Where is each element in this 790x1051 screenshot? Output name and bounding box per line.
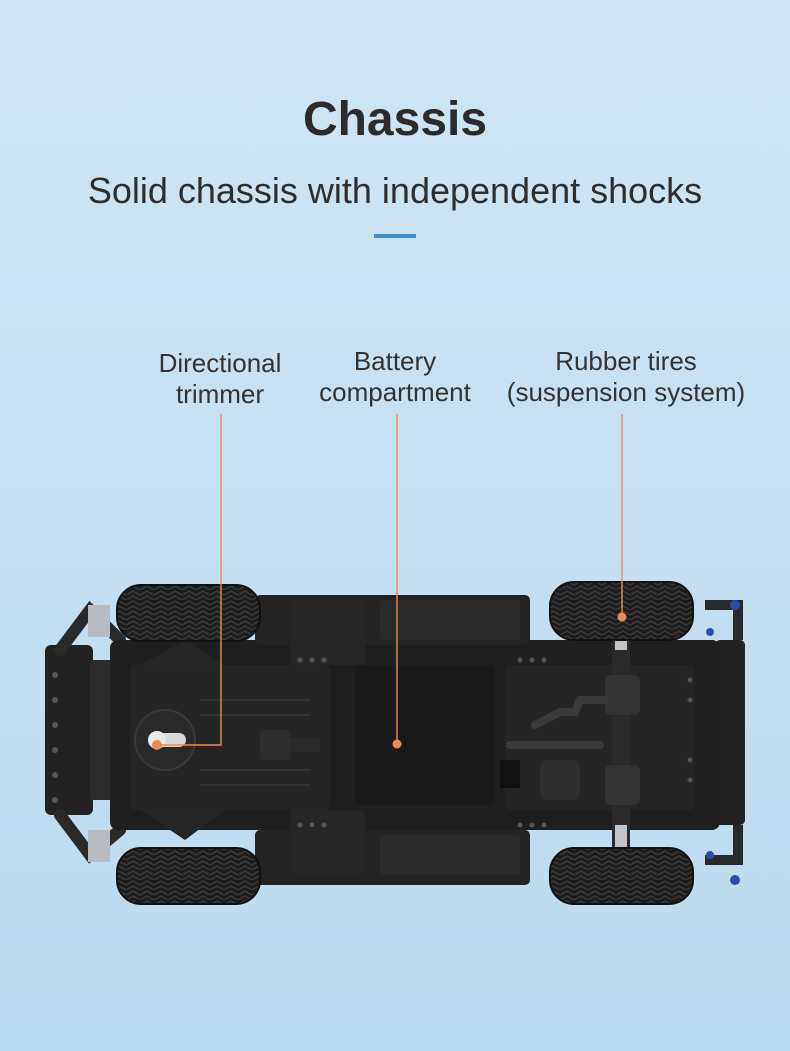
callout-line: Directional xyxy=(158,348,282,378)
callout-line: compartment xyxy=(319,377,471,407)
callout-leaders xyxy=(157,414,623,746)
rear-bumper xyxy=(705,600,745,885)
chassis-frame xyxy=(110,595,720,885)
callout-line: (suspension system) xyxy=(506,377,746,407)
callout-line: trimmer xyxy=(175,379,265,409)
callout-dot xyxy=(392,739,402,749)
callout-line: Battery xyxy=(353,346,437,376)
front-left-tire xyxy=(116,584,261,642)
rear-right-tire xyxy=(549,847,694,905)
callout-line: Rubber tires xyxy=(555,346,697,376)
page-subtitle: Solid chassis with independent shocks xyxy=(87,170,703,211)
callout-battery-compartment: Battery compartment xyxy=(300,346,490,408)
accent-divider xyxy=(374,234,416,238)
rear-axle xyxy=(506,615,640,860)
page-title: Chassis xyxy=(302,93,488,146)
callout-dot xyxy=(152,740,162,750)
trimmer-knob xyxy=(134,709,196,771)
front-right-tire xyxy=(116,847,261,905)
leader-trimmer xyxy=(157,414,222,746)
battery-compartment xyxy=(355,665,495,805)
callout-directional-trimmer: Directional trimmer xyxy=(140,348,300,410)
callout-dot xyxy=(617,612,627,622)
callout-rubber-tires: Rubber tires (suspension system) xyxy=(500,346,752,408)
